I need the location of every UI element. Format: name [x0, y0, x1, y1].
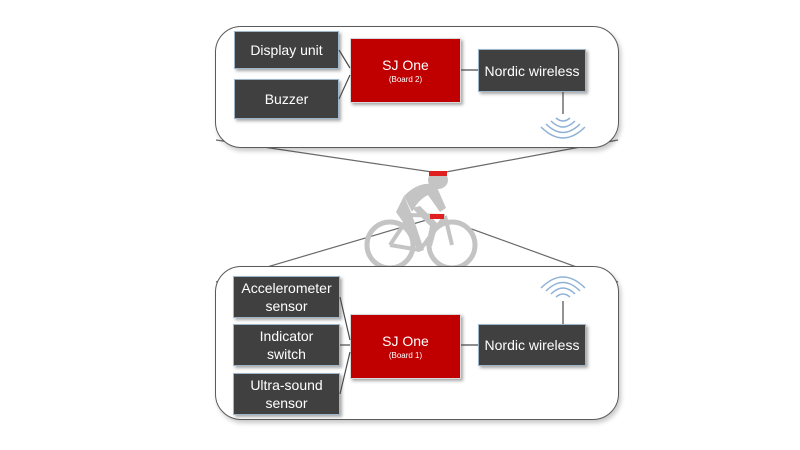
display-unit-label: Display unit: [250, 42, 323, 58]
board-1-subtitle: (Board 1): [388, 351, 423, 360]
indicator-label-line2: switch: [267, 346, 306, 362]
top-wireless-box: Nordic wireless: [478, 49, 586, 92]
ultrasound-label-line1: Ultra-sound: [250, 377, 323, 393]
accelerometer-box: Accelerometer sensor: [233, 276, 340, 318]
board-2-subtitle: (Board 2): [388, 75, 423, 84]
frame-marker: [430, 214, 444, 219]
buzzer-box: Buzzer: [234, 79, 339, 119]
display-unit-box: Display unit: [234, 31, 339, 69]
ultrasound-label-line2: sensor: [265, 395, 308, 411]
board-1-box: SJ One (Board 1): [350, 314, 461, 379]
bottom-wireless-box: Nordic wireless: [478, 324, 586, 366]
helmet-marker: [429, 171, 447, 176]
accelerometer-label-line2: sensor: [265, 298, 308, 314]
ultrasound-sensor-box: Ultra-sound sensor: [233, 373, 340, 415]
bottom-wireless-label: Nordic wireless: [484, 337, 580, 353]
rider-silhouette: [396, 171, 448, 252]
indicator-switch-box: Indicator switch: [233, 324, 340, 366]
board-1-title: SJ One: [382, 333, 429, 349]
buzzer-label: Buzzer: [264, 91, 309, 107]
board-2-box: SJ One (Board 2): [350, 38, 461, 103]
indicator-label-line1: Indicator: [259, 328, 314, 344]
accelerometer-label-line1: Accelerometer: [241, 280, 332, 296]
top-wireless-label: Nordic wireless: [484, 62, 580, 79]
board-2-title: SJ One: [382, 57, 429, 73]
